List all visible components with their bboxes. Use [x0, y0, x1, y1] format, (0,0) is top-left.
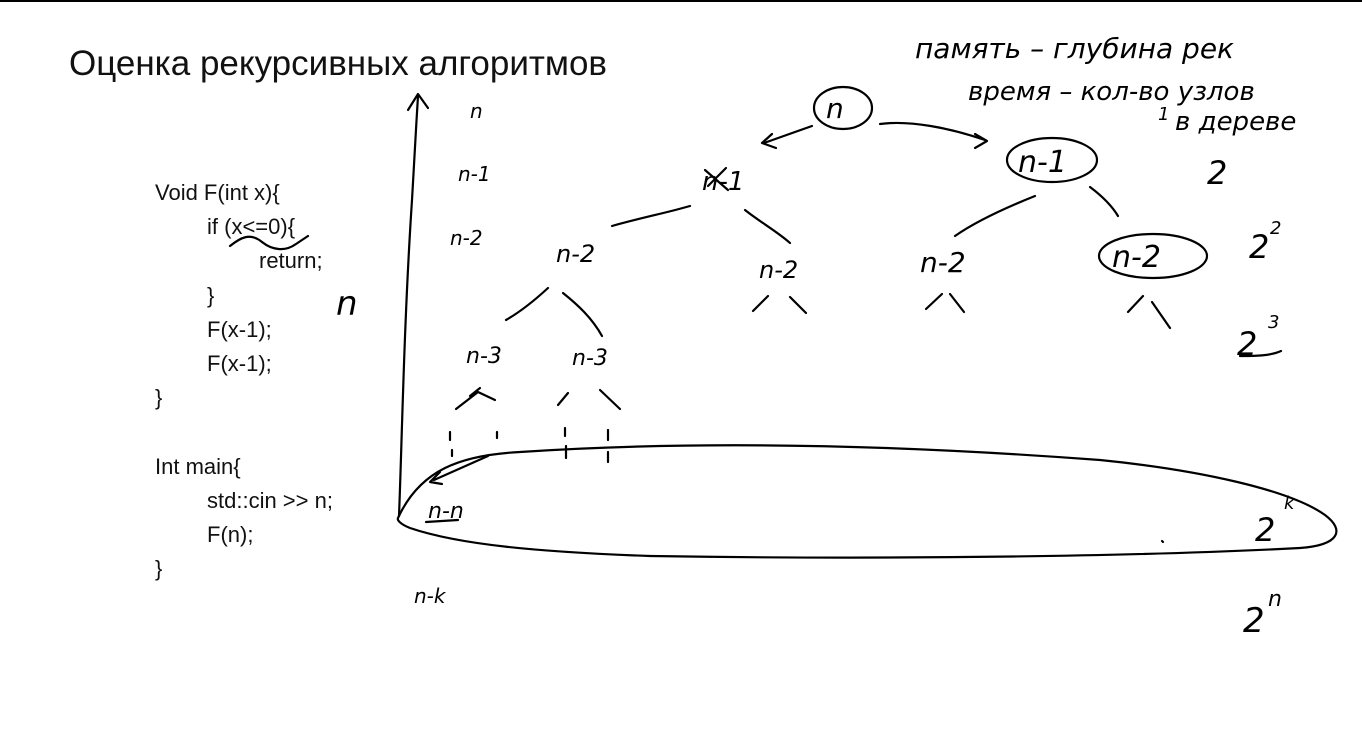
code-line: std::cin >> n; — [207, 487, 333, 513]
tree-root-label: n — [826, 92, 844, 125]
tree-node-label: n-2 — [759, 256, 798, 284]
underline-mark — [424, 518, 460, 524]
tree-stub — [1126, 294, 1172, 330]
tree-edge — [762, 124, 814, 145]
tree-stub — [454, 386, 497, 411]
tree-edge — [953, 194, 1037, 238]
code-line: if (x<=0){ — [207, 214, 296, 240]
code-line: F(n); — [207, 521, 254, 547]
slide-title: Оценка рекурсивных алгоритмов — [69, 44, 608, 83]
top-border — [0, 0, 1362, 2]
continuation-dots — [448, 426, 610, 464]
axis-arrow-icon — [406, 92, 430, 112]
axis-label-level: n — [470, 99, 483, 123]
tree-node-label: n-2 — [556, 240, 595, 268]
count-exponent: k — [1284, 493, 1296, 514]
count-base: 2 — [1243, 601, 1265, 641]
tree-edge — [561, 291, 604, 338]
note-memory: память – глубина рек — [915, 32, 1234, 65]
node-circle — [1097, 232, 1209, 280]
depth-axis — [397, 94, 420, 518]
code-line: } — [207, 282, 215, 308]
node-circle — [1005, 136, 1099, 184]
note-one: 1 — [1158, 104, 1169, 125]
tree-node-label: n-3 — [466, 344, 502, 369]
ink-dot — [1160, 539, 1165, 544]
code-line: return; — [259, 248, 323, 274]
tree-edge — [504, 286, 550, 322]
code-line: F(x-1); — [207, 316, 272, 342]
note-time: время – кол-во узлов — [968, 77, 1255, 107]
code-line: Int main{ — [155, 453, 241, 479]
bottom-level-loop — [396, 444, 1338, 559]
root-circle — [812, 85, 874, 131]
axis-n-minus-k-label: n-k — [414, 584, 447, 608]
count-value: 2 — [1207, 154, 1227, 192]
tree-node-label: n-2 — [1112, 240, 1161, 275]
tree-stub — [556, 388, 622, 411]
count-exponent: 2 — [1270, 218, 1281, 239]
tree-edge — [610, 204, 692, 228]
tree-stub — [924, 292, 966, 314]
tree-stub — [751, 294, 808, 315]
underline-mark — [1238, 349, 1283, 358]
note-in-tree: в дереве — [1175, 107, 1296, 137]
tree-node-label: n-3 — [572, 346, 608, 371]
count-base: 2 — [1255, 511, 1275, 549]
tree-node-label: n-2 — [920, 246, 966, 279]
axis-label-level: n-2 — [450, 226, 483, 250]
tree-edge — [743, 208, 792, 245]
scribble-mark — [703, 166, 730, 192]
tree-node-label: n-1 — [1018, 145, 1067, 180]
underline-condition — [228, 234, 310, 251]
pointer-arrow — [428, 454, 490, 486]
code-n-mark: n — [336, 284, 358, 324]
code-line: F(x-1); — [207, 350, 272, 376]
count-exponent: n — [1268, 587, 1282, 612]
axis-label-level: n-1 — [458, 162, 491, 186]
tree-edge — [1088, 185, 1120, 218]
code-line: Void F(int x){ — [155, 180, 280, 205]
edge-arrow-icon — [973, 132, 989, 150]
tree-edge — [878, 121, 987, 142]
count-base: 2 — [1237, 325, 1257, 363]
code-block: Void F(int x){ if (x<=0){ return; } F(x-… — [155, 176, 333, 586]
code-line: } — [155, 385, 163, 411]
edge-arrow-icon — [760, 132, 778, 150]
count-base: 2 — [1249, 228, 1269, 266]
code-line: } — [155, 556, 163, 582]
count-exponent: 3 — [1268, 312, 1279, 333]
